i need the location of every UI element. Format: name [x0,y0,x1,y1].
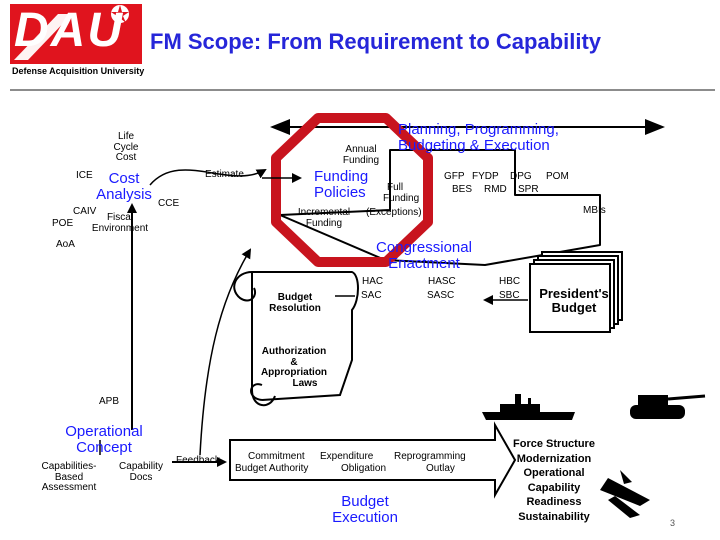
execution-arrow [229,421,517,499]
congressional-enactment-label: Congressional Enactment [376,239,472,272]
gfp-label: GFP [444,171,465,182]
budget-resolution-label: Budget Resolution [269,292,321,314]
page-number: 3 [670,518,676,528]
feedback-label: Feedback [176,455,220,466]
presidents-budget-stack [529,251,623,333]
sbc-label: SBC [499,290,520,301]
sac-label: SAC [361,290,382,301]
incremental-funding-label: Incremental Funding [297,207,351,229]
fydp-label: FYDP [472,171,499,182]
hbc-label: HBC [499,276,521,287]
dpg-label: DPG [510,171,532,182]
tank-icon [630,394,706,419]
budget-scroll [233,271,359,406]
cost-analysis-label: Cost Analysis [96,170,152,203]
fiscal-environment-label: Fiscal Environment [91,212,149,234]
rmd-label: RMD [484,184,507,195]
estimate-label: Estimate [205,169,244,180]
full-funding-label: Full Funding [383,182,420,204]
exceptions-label: (Exceptions) [366,207,422,218]
pom-label: POM [546,171,569,182]
bes-label: BES [452,184,473,195]
aoa-label: AoA [56,239,75,250]
ice-label: ICE [76,170,93,181]
authorization-appropriation-label: Authorization & Appropriation Laws [260,346,328,389]
cba-label: Capabilities- Based Assessment [41,461,97,493]
spr-label: SPR [518,184,539,195]
funding-policies-octagon [271,113,433,267]
outlay-label: Outlay [426,463,455,474]
presidents-budget-label: President's Budget [539,286,609,315]
warship-icon [482,394,575,420]
annual-funding-label: Annual Funding [342,144,380,166]
dau-logo-text: DAU [14,4,124,57]
top-timeline-arrow [270,119,665,135]
page-title: FM Scope: From Requirement to Capability [150,29,602,54]
commitment-label: Commitment [248,451,305,462]
left-flow-arrows [99,169,302,467]
caiv-label: CAIV [73,206,97,217]
expenditure-label: Expenditure [320,451,374,462]
sasc-label: SASC [427,290,455,301]
apb-label: APB [99,396,120,407]
funding-policies-label: Funding Policies [314,168,369,201]
force-structure-list: Force Structure Modernization Operationa… [513,438,595,523]
budget-execution-label: Budget Execution [332,493,398,526]
dau-logo-subtitle: Defense Acquisition University [12,66,145,76]
hac-label: HAC [362,276,384,287]
poe-label: POE [52,218,74,229]
ppbe-label: Planning, Programming, Budgeting & Execu… [398,121,559,154]
cce-label: CCE [158,198,180,209]
reprogramming-label: Reprogramming [394,451,466,462]
life-cycle-cost-label: Life Cycle Cost [113,131,139,163]
operational-concept-label: Operational Concept [65,423,143,456]
budget-authority-label: Budget Authority [235,463,309,474]
hasc-label: HASC [428,276,456,287]
fighter-jet-icon [600,470,650,518]
dau-logo [10,4,142,64]
obligation-label: Obligation [341,463,387,474]
capability-docs-label: Capability Docs [119,461,163,483]
mbis-label: MBIs [583,205,606,216]
